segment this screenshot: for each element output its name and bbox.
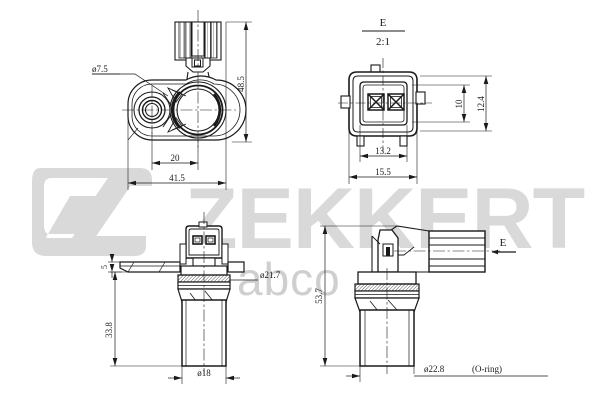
dim-537-label: 53.7 (314, 288, 324, 304)
dim-dia217-label: ø21.7 (260, 270, 281, 280)
dim-dia228: ø22.8 (O-ring) (346, 364, 548, 382)
connector-centerlines (338, 58, 432, 152)
connector-face (340, 64, 426, 147)
view-bottom-left: ø21.7 5 33.8 ø18 (100, 212, 281, 384)
dim-dia228-label: ø22.8 (424, 364, 445, 374)
side-centerlines (386, 250, 500, 374)
dim-485: 48.5 (226, 21, 252, 143)
dim-dia18: ø18 (168, 366, 240, 384)
view-arrow-e-label: E (500, 237, 507, 249)
dim-10-label: 10 (454, 99, 464, 109)
dim-415-label: 41.5 (169, 173, 185, 183)
dim-338-label: 33.8 (104, 322, 114, 338)
dim-20: 20 (151, 132, 199, 170)
watermark-abco: abco (237, 253, 341, 305)
dim-10: 10 (412, 84, 470, 123)
dim-20-label: 20 (171, 153, 181, 163)
side-connector-arm (371, 225, 486, 277)
dim-338: 33.8 (104, 271, 182, 367)
view-top-left: ø7.5 48.5 20 41.5 (92, 10, 252, 190)
dim-dia18-label: ø18 (197, 368, 211, 378)
dim-132: 13.2 (359, 125, 408, 162)
plan-centerlines (122, 10, 236, 148)
detail-title-scale: 2:1 (376, 36, 390, 48)
detail-title-letter: E (380, 17, 387, 29)
view-bottom-right: E 53.7 ø22.8 (O-ring) (314, 225, 548, 382)
dim-155: 15.5 (348, 128, 418, 184)
dim-dia75: ø7.5 (92, 64, 169, 141)
watermark-secondary-text: abco (237, 253, 341, 305)
view-top-right: E 2:1 (338, 17, 492, 184)
oring-note-label: (O-ring) (472, 364, 502, 374)
dim-124: 12.4 (420, 75, 492, 132)
dim-5-label: 5 (100, 265, 109, 269)
dim-dia217: ø21.7 (230, 270, 281, 281)
dim-124-label: 12.4 (476, 96, 486, 112)
dim-dia75-label: ø7.5 (92, 64, 108, 74)
dim-155-label: 15.5 (375, 167, 391, 177)
dim-415: 41.5 (127, 22, 227, 190)
connector-terminals (367, 93, 405, 111)
view-arrow-e: E (492, 237, 516, 255)
detail-title-block: E 2:1 (362, 17, 405, 48)
dim-132-label: 13.2 (375, 146, 391, 156)
dim-485-label: 48.5 (236, 76, 246, 92)
dim-537: 53.7 (314, 225, 396, 367)
